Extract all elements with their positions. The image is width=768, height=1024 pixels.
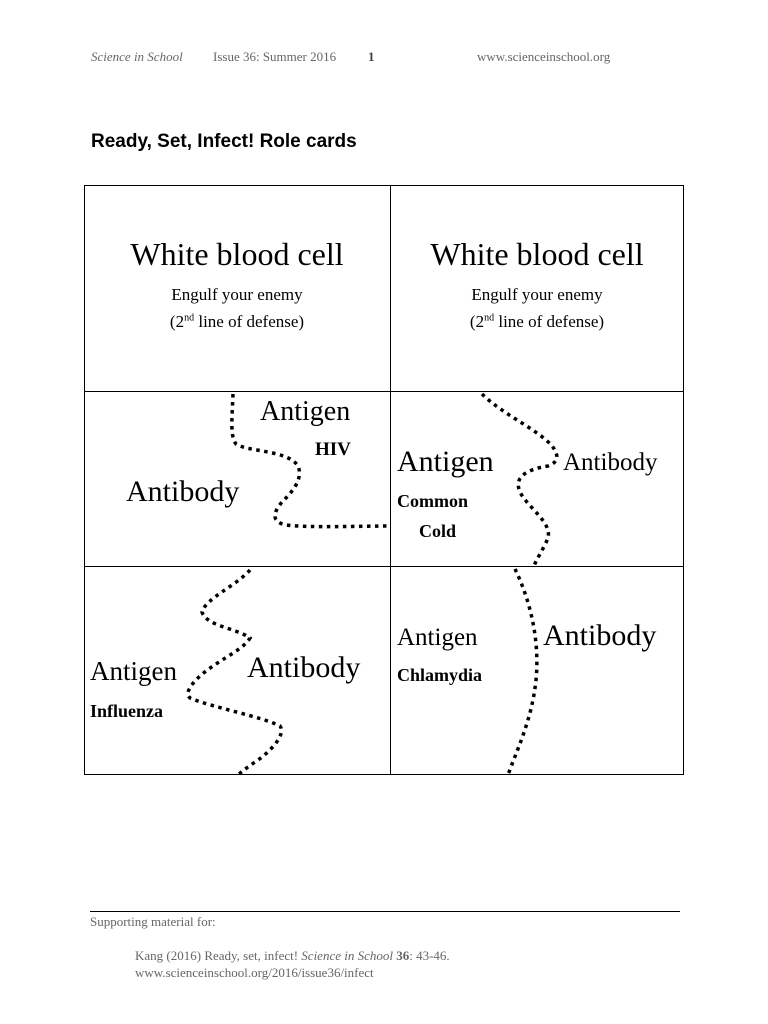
page-title: Ready, Set, Infect! Role cards bbox=[91, 131, 357, 152]
card-wbc-title-right: White blood cell bbox=[430, 236, 644, 272]
card-cold-antigen: Antigen bbox=[397, 445, 494, 478]
card-wbc-title-left: White blood cell bbox=[130, 236, 344, 272]
header-url: www.scienceinschool.org bbox=[477, 49, 611, 64]
cut-line-chlamydia bbox=[506, 568, 539, 776]
card-cold-label-cold: Cold bbox=[419, 521, 457, 541]
cut-line-influenza bbox=[186, 568, 284, 777]
footer-supporting: Supporting material for: bbox=[90, 914, 216, 929]
footer-rule bbox=[90, 911, 680, 912]
card-chlamydia-antibody: Antibody bbox=[543, 619, 657, 652]
card-flu-label: Influenza bbox=[90, 701, 164, 721]
card-chlamydia-label: Chlamydia bbox=[397, 665, 483, 685]
card-wbc-line2-right: (2nd line of defense) bbox=[469, 312, 605, 331]
card-cold-label-common: Common bbox=[397, 491, 468, 511]
grid-border bbox=[84, 185, 684, 775]
card-wbc-line1-left: Engulf your enemy bbox=[171, 285, 303, 304]
header-issue: Issue 36: Summer 2016 bbox=[213, 49, 337, 64]
card-flu-antigen: Antigen bbox=[90, 656, 177, 686]
card-cold-antibody: Antibody bbox=[563, 449, 658, 476]
card-wbc-line1-right: Engulf your enemy bbox=[471, 285, 603, 304]
card-flu-antibody: Antibody bbox=[247, 651, 361, 684]
cut-line-hiv bbox=[230, 393, 391, 529]
card-hiv-label: HIV bbox=[315, 439, 351, 460]
card-chlamydia-antigen: Antigen bbox=[397, 624, 478, 651]
header-journal: Science in School bbox=[91, 49, 183, 64]
footer-citation: Kang (2016) Ready, set, infect! Science … bbox=[135, 948, 450, 963]
header-page-number: 1 bbox=[368, 49, 375, 64]
card-hiv-antibody: Antibody bbox=[126, 475, 240, 508]
cut-line-common-cold bbox=[480, 392, 559, 567]
footer-link[interactable]: www.scienceinschool.org/2016/issue36/inf… bbox=[135, 965, 374, 980]
card-hiv-antigen: Antigen bbox=[260, 396, 351, 427]
card-wbc-line2-left: (2nd line of defense) bbox=[169, 312, 305, 331]
